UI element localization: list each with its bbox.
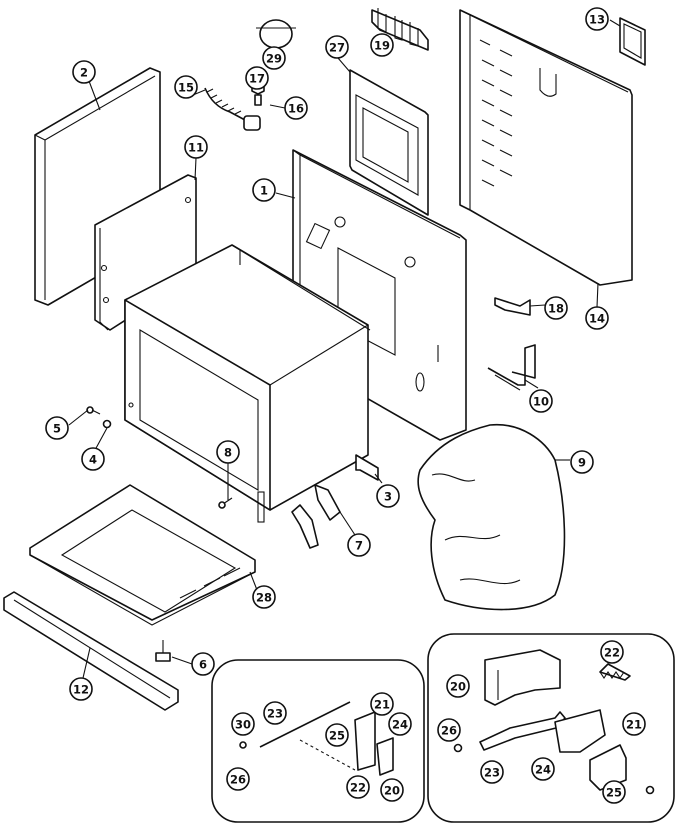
front-trim-bar-part bbox=[3, 591, 179, 711]
callout-25: 25 bbox=[325, 723, 349, 747]
callout-16: 16 bbox=[284, 96, 308, 120]
leader-lines bbox=[68, 19, 621, 679]
svg-text:15: 15 bbox=[178, 81, 194, 95]
svg-text:22: 22 bbox=[604, 646, 620, 660]
callout-22: 22 bbox=[600, 640, 624, 664]
callout-24: 24 bbox=[388, 712, 412, 736]
svg-text:7: 7 bbox=[355, 539, 363, 553]
svg-text:29: 29 bbox=[266, 52, 282, 66]
callout-17: 17 bbox=[245, 66, 269, 90]
callout-26: 26 bbox=[437, 718, 461, 742]
svg-text:21: 21 bbox=[626, 718, 642, 732]
svg-text:2: 2 bbox=[80, 66, 88, 80]
callout-9: 9 bbox=[570, 450, 594, 474]
svg-text:10: 10 bbox=[533, 395, 549, 409]
svg-text:23: 23 bbox=[267, 707, 283, 721]
latch-inset-right bbox=[427, 633, 675, 823]
callout-11: 11 bbox=[184, 135, 208, 159]
callout-21: 21 bbox=[622, 712, 646, 736]
svg-text:9: 9 bbox=[578, 456, 586, 470]
svg-text:30: 30 bbox=[235, 718, 251, 732]
callout-24: 24 bbox=[531, 757, 555, 781]
svg-text:4: 4 bbox=[89, 453, 97, 467]
svg-text:24: 24 bbox=[535, 763, 551, 777]
callout-6: 6 bbox=[191, 652, 215, 676]
callout-13: 13 bbox=[585, 7, 609, 31]
svg-text:22: 22 bbox=[350, 781, 366, 795]
svg-text:28: 28 bbox=[256, 591, 272, 605]
callout-5: 5 bbox=[45, 416, 69, 440]
callout-10: 10 bbox=[529, 389, 553, 413]
callout-4: 4 bbox=[81, 447, 105, 471]
callout-19: 19 bbox=[370, 33, 394, 57]
svg-text:17: 17 bbox=[249, 72, 265, 86]
svg-text:27: 27 bbox=[329, 41, 345, 55]
callout-20: 20 bbox=[380, 778, 404, 802]
svg-text:14: 14 bbox=[589, 312, 605, 326]
bottom-tray-part bbox=[29, 484, 256, 626]
insulation-pad-part bbox=[619, 17, 646, 66]
callout-27: 27 bbox=[325, 35, 349, 59]
door-hinge-part bbox=[291, 484, 341, 549]
callout-30: 30 bbox=[231, 712, 255, 736]
callout-23: 23 bbox=[263, 701, 287, 725]
callout-18: 18 bbox=[544, 296, 568, 320]
svg-text:19: 19 bbox=[374, 39, 390, 53]
callout-21: 21 bbox=[370, 692, 394, 716]
callout-12: 12 bbox=[69, 677, 93, 701]
svg-text:6: 6 bbox=[199, 658, 207, 672]
callout-8: 8 bbox=[216, 440, 240, 464]
callout-3: 3 bbox=[376, 484, 400, 508]
callout-26: 26 bbox=[226, 767, 250, 791]
washer-part bbox=[102, 419, 112, 429]
callout-20: 20 bbox=[446, 674, 470, 698]
svg-text:5: 5 bbox=[53, 422, 61, 436]
svg-text:23: 23 bbox=[484, 766, 500, 780]
callout-7: 7 bbox=[347, 533, 371, 557]
svg-text:13: 13 bbox=[589, 13, 605, 27]
hinge-bracket-part bbox=[355, 454, 379, 481]
svg-text:18: 18 bbox=[548, 302, 564, 316]
latch-assembly-large bbox=[453, 649, 655, 795]
bracket-clip-part bbox=[371, 8, 429, 51]
callout-14: 14 bbox=[585, 306, 609, 330]
callout-2: 2 bbox=[72, 60, 96, 84]
callout-1: 1 bbox=[252, 178, 276, 202]
svg-text:26: 26 bbox=[230, 773, 246, 787]
latch-inset-left bbox=[211, 659, 425, 823]
angle-bracket-part bbox=[487, 344, 536, 391]
callout-29: 29 bbox=[262, 46, 286, 70]
thermostat-part bbox=[256, 19, 296, 49]
bolt-part bbox=[254, 94, 262, 106]
callout-28: 28 bbox=[252, 585, 276, 609]
svg-text:3: 3 bbox=[384, 490, 392, 504]
callout-15: 15 bbox=[174, 75, 198, 99]
window-frame-part bbox=[349, 69, 429, 216]
svg-text:1: 1 bbox=[260, 184, 268, 198]
latch-assembly-small bbox=[239, 701, 394, 776]
callout-25: 25 bbox=[602, 780, 626, 804]
svg-text:21: 21 bbox=[374, 698, 390, 712]
svg-text:8: 8 bbox=[224, 446, 232, 460]
svg-text:11: 11 bbox=[188, 141, 204, 155]
svg-text:26: 26 bbox=[441, 724, 457, 738]
callout-22: 22 bbox=[346, 775, 370, 799]
svg-text:16: 16 bbox=[288, 102, 304, 116]
svg-text:20: 20 bbox=[384, 784, 400, 798]
leveling-leg-part bbox=[155, 640, 171, 662]
screw-part bbox=[218, 497, 233, 509]
insulation-blanket-part bbox=[417, 423, 566, 611]
screw-part bbox=[86, 406, 101, 415]
svg-text:12: 12 bbox=[73, 683, 89, 697]
svg-text:25: 25 bbox=[329, 729, 345, 743]
svg-text:20: 20 bbox=[450, 680, 466, 694]
coil-hose-part bbox=[204, 87, 261, 131]
svg-text:25: 25 bbox=[606, 786, 622, 800]
mounting-clip-part bbox=[494, 297, 531, 316]
svg-text:24: 24 bbox=[392, 718, 408, 732]
louvered-back-cover-part bbox=[459, 9, 633, 286]
callout-23: 23 bbox=[480, 760, 504, 784]
